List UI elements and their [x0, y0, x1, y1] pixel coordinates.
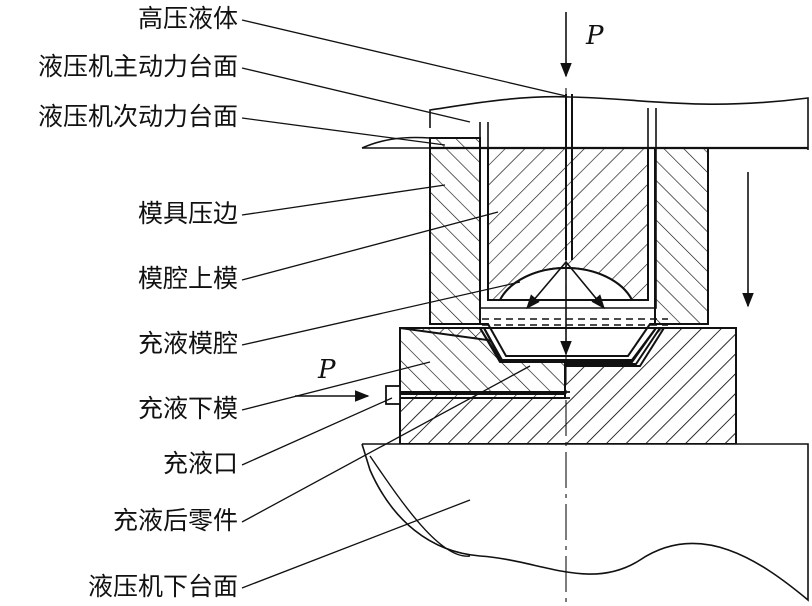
upper-die-liner	[479, 108, 657, 309]
formed-part	[470, 323, 668, 357]
label-press-main-table: 液压机主动力台面	[38, 52, 238, 81]
press-main-table	[429, 95, 809, 150]
label-formed-part: 充液后零件	[113, 506, 238, 535]
label-press-secondary-table: 液压机次动力台面	[38, 102, 238, 131]
press-secondary-table	[361, 136, 431, 149]
label-blank-holder: 模具压边	[138, 199, 238, 228]
dome-pressure-arrows	[526, 261, 605, 356]
label-filled-cavity: 充液模腔	[138, 329, 238, 358]
label-upper-die: 模腔上模	[138, 264, 238, 293]
pressure-label-side: P	[317, 355, 336, 385]
blank-dashed	[482, 318, 668, 326]
blank-holder-right	[654, 147, 709, 325]
pressure-label-top: P	[585, 21, 604, 51]
press-lower-table	[361, 443, 809, 602]
label-high-pressure-liquid: 高压液体	[138, 4, 238, 33]
leader-lines	[241, 19, 567, 589]
label-fill-port: 充液口	[163, 449, 238, 478]
label-press-lower-table: 液压机下台面	[88, 572, 238, 601]
label-lower-die: 充液下模	[138, 394, 238, 423]
